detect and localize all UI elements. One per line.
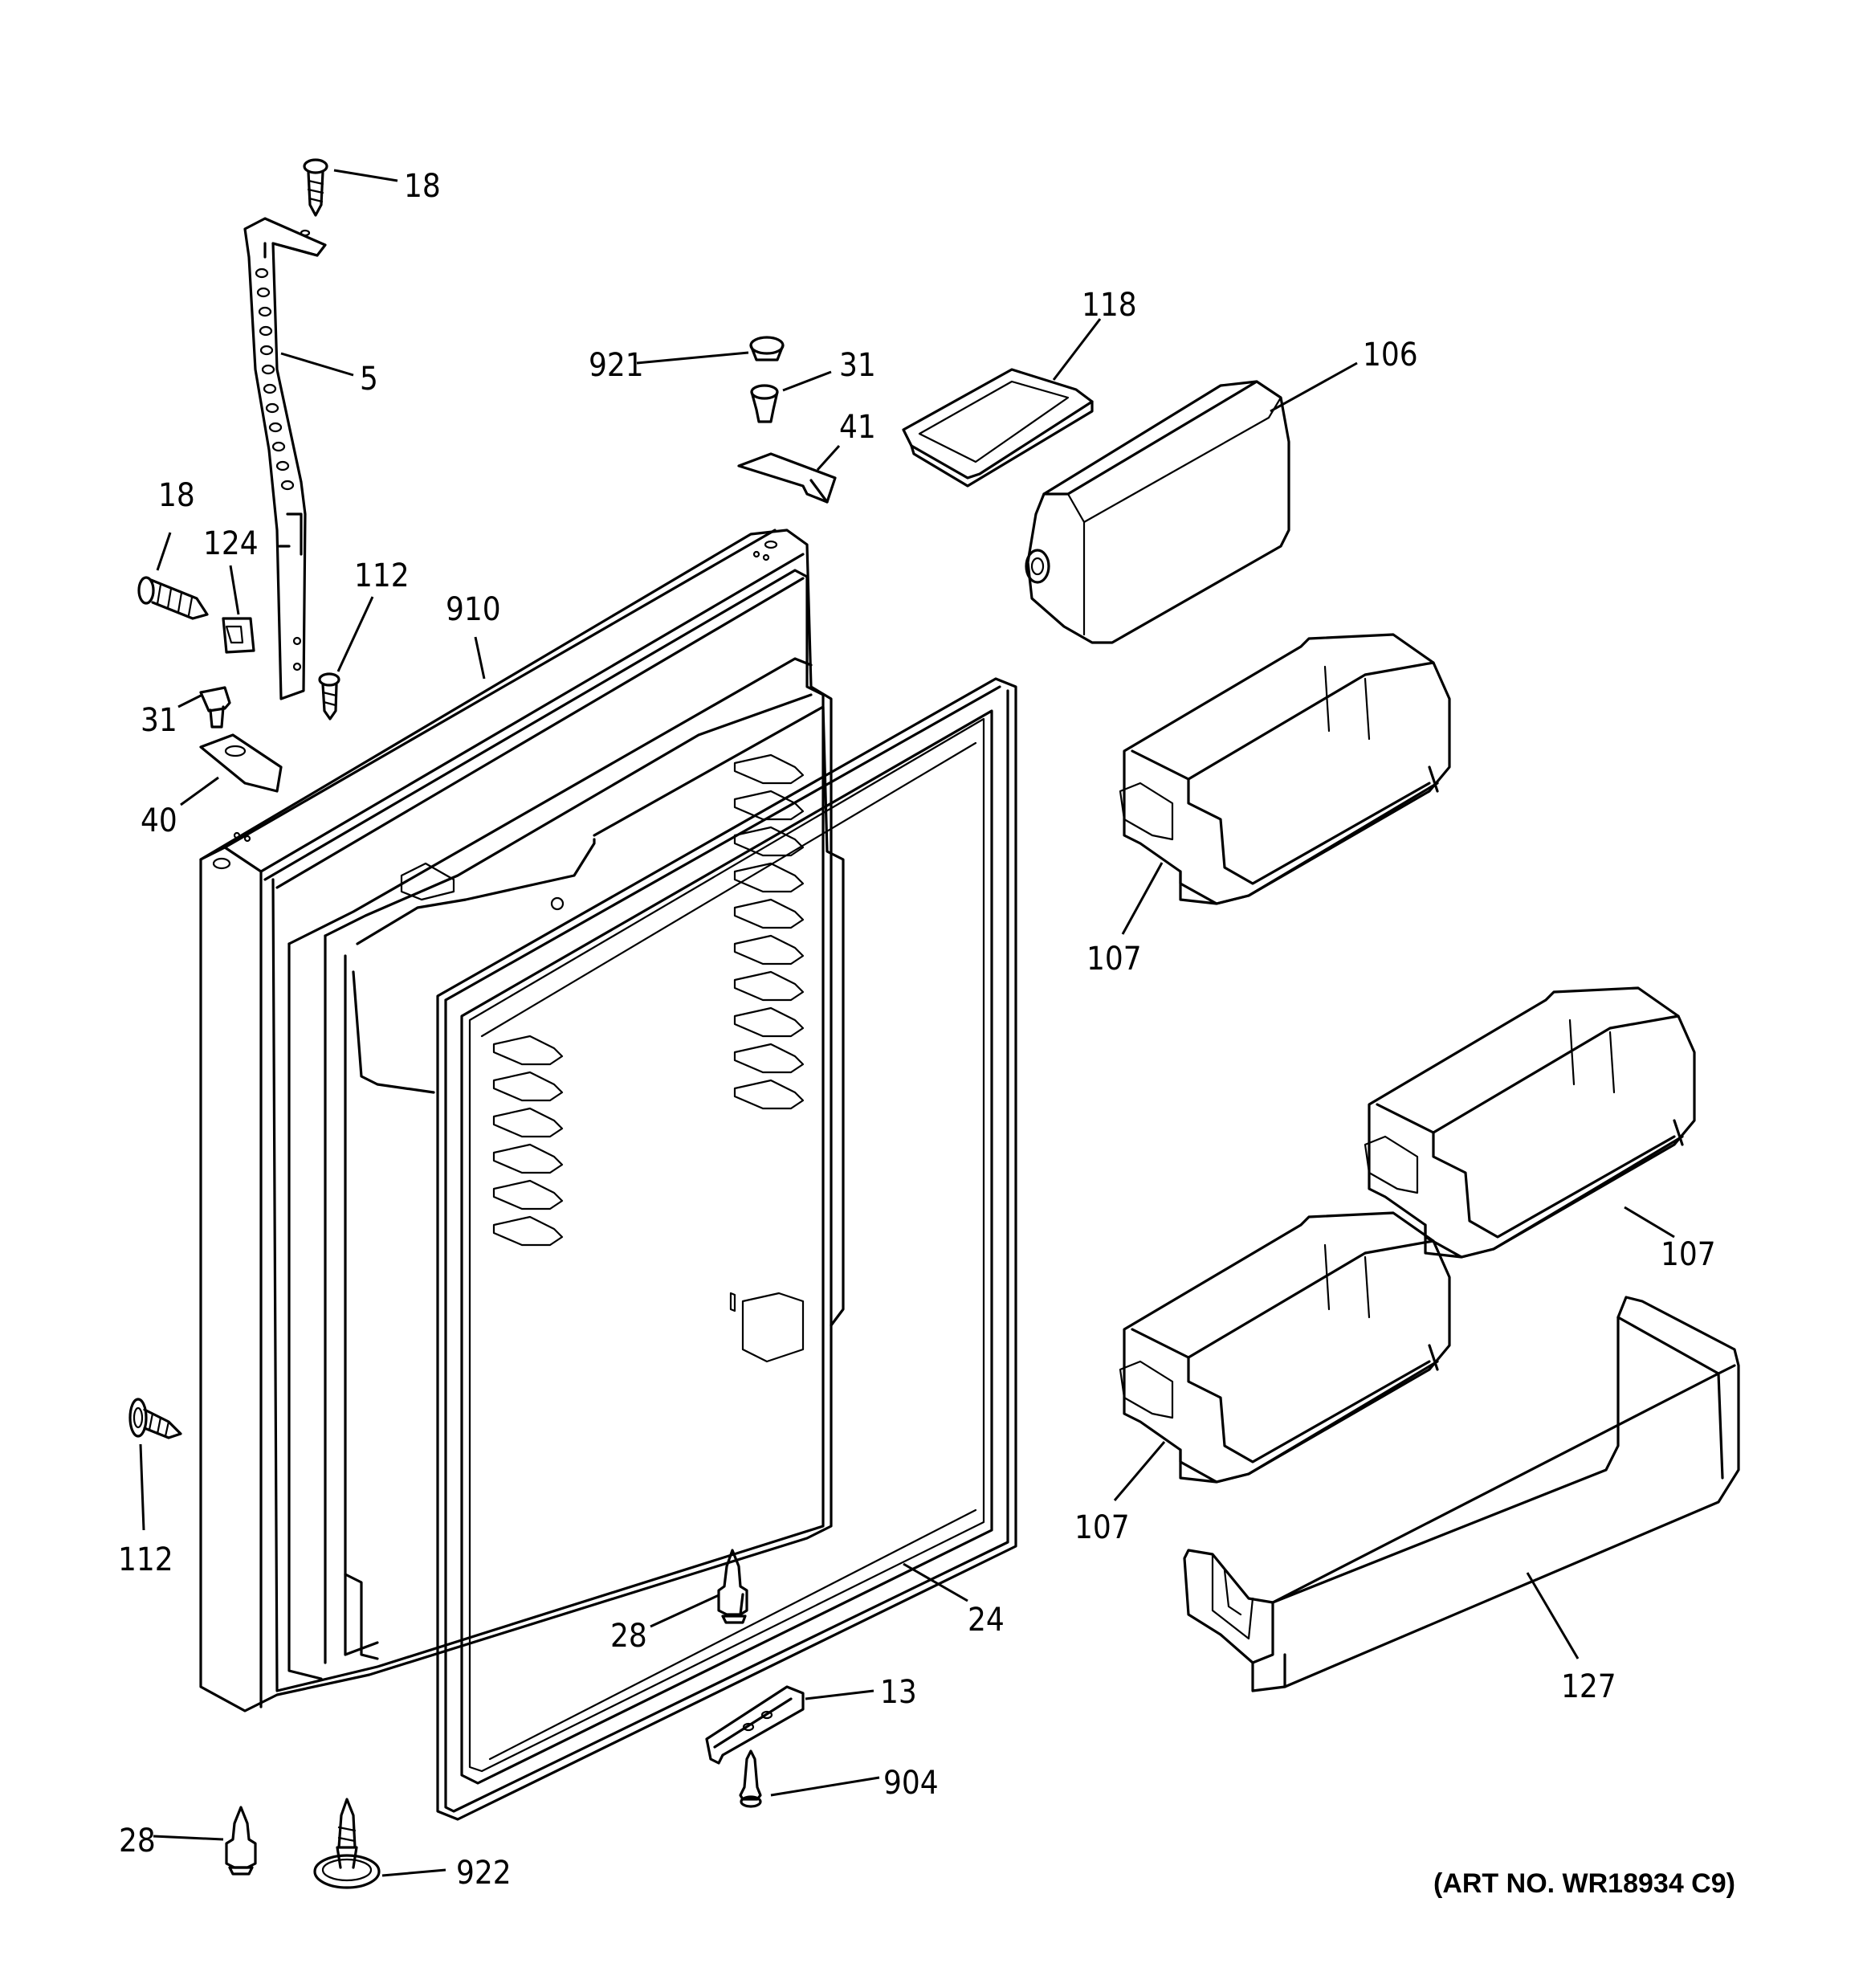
callout-18-top: 18 — [404, 168, 441, 205]
callout-127: 127 — [1561, 1668, 1616, 1705]
hinge-bracket-13 — [705, 1685, 805, 1765]
callout-24: 24 — [968, 1602, 1005, 1639]
door-bin-107-right — [1364, 986, 1696, 1259]
dairy-compartment-106 — [1025, 380, 1290, 644]
screw-112-upper — [318, 672, 340, 720]
callout-5: 5 — [360, 361, 378, 398]
hinge-strap-5 — [243, 217, 327, 700]
door-bin-107-upper — [1119, 633, 1451, 905]
dairy-lid-118 — [902, 368, 1094, 488]
callout-107-upper: 107 — [1086, 941, 1142, 978]
door-gasket-24 — [436, 677, 1017, 1821]
screw-112-lower — [128, 1398, 182, 1439]
callout-40: 40 — [141, 802, 177, 839]
door-shelf-127 — [1183, 1296, 1740, 1692]
callout-124: 124 — [203, 525, 259, 562]
callout-13: 13 — [880, 1674, 917, 1711]
callout-112-top: 112 — [354, 557, 410, 594]
door-910 — [199, 529, 845, 1712]
callout-118: 118 — [1082, 287, 1137, 324]
bushing-31-left — [199, 686, 231, 729]
hinge-plate-41 — [737, 452, 837, 504]
door-bin-107-lower — [1119, 1211, 1451, 1484]
callout-31-top: 31 — [839, 347, 876, 384]
callout-28-mid: 28 — [610, 1618, 647, 1655]
screw-18-left — [137, 576, 209, 620]
callout-107-lower: 107 — [1074, 1509, 1130, 1546]
callout-904: 904 — [883, 1765, 939, 1802]
callout-41: 41 — [839, 409, 876, 446]
callout-106: 106 — [1363, 337, 1418, 374]
callout-922: 922 — [456, 1855, 512, 1892]
leveler-922 — [313, 1798, 381, 1889]
callout-107-right: 107 — [1661, 1236, 1716, 1273]
callout-28-bottom: 28 — [119, 1823, 156, 1859]
callout-31-left: 31 — [141, 702, 177, 739]
hinge-plate-40 — [199, 733, 283, 793]
door-stop-28-mid — [717, 1549, 748, 1624]
bushing-31-top — [750, 384, 779, 423]
cap-921 — [749, 336, 785, 361]
screw-18-top — [303, 158, 328, 217]
door-stop-28-bottom — [225, 1806, 257, 1876]
callout-921: 921 — [589, 347, 644, 384]
clip-124 — [222, 617, 255, 654]
callout-18-left: 18 — [158, 477, 195, 514]
callout-910: 910 — [446, 591, 501, 628]
screw-904 — [739, 1749, 762, 1808]
leader-lines — [139, 169, 1675, 1877]
art-number: (ART NO. WR18934 C9) — [1433, 1868, 1735, 1899]
callout-112-lower: 112 — [118, 1541, 173, 1578]
